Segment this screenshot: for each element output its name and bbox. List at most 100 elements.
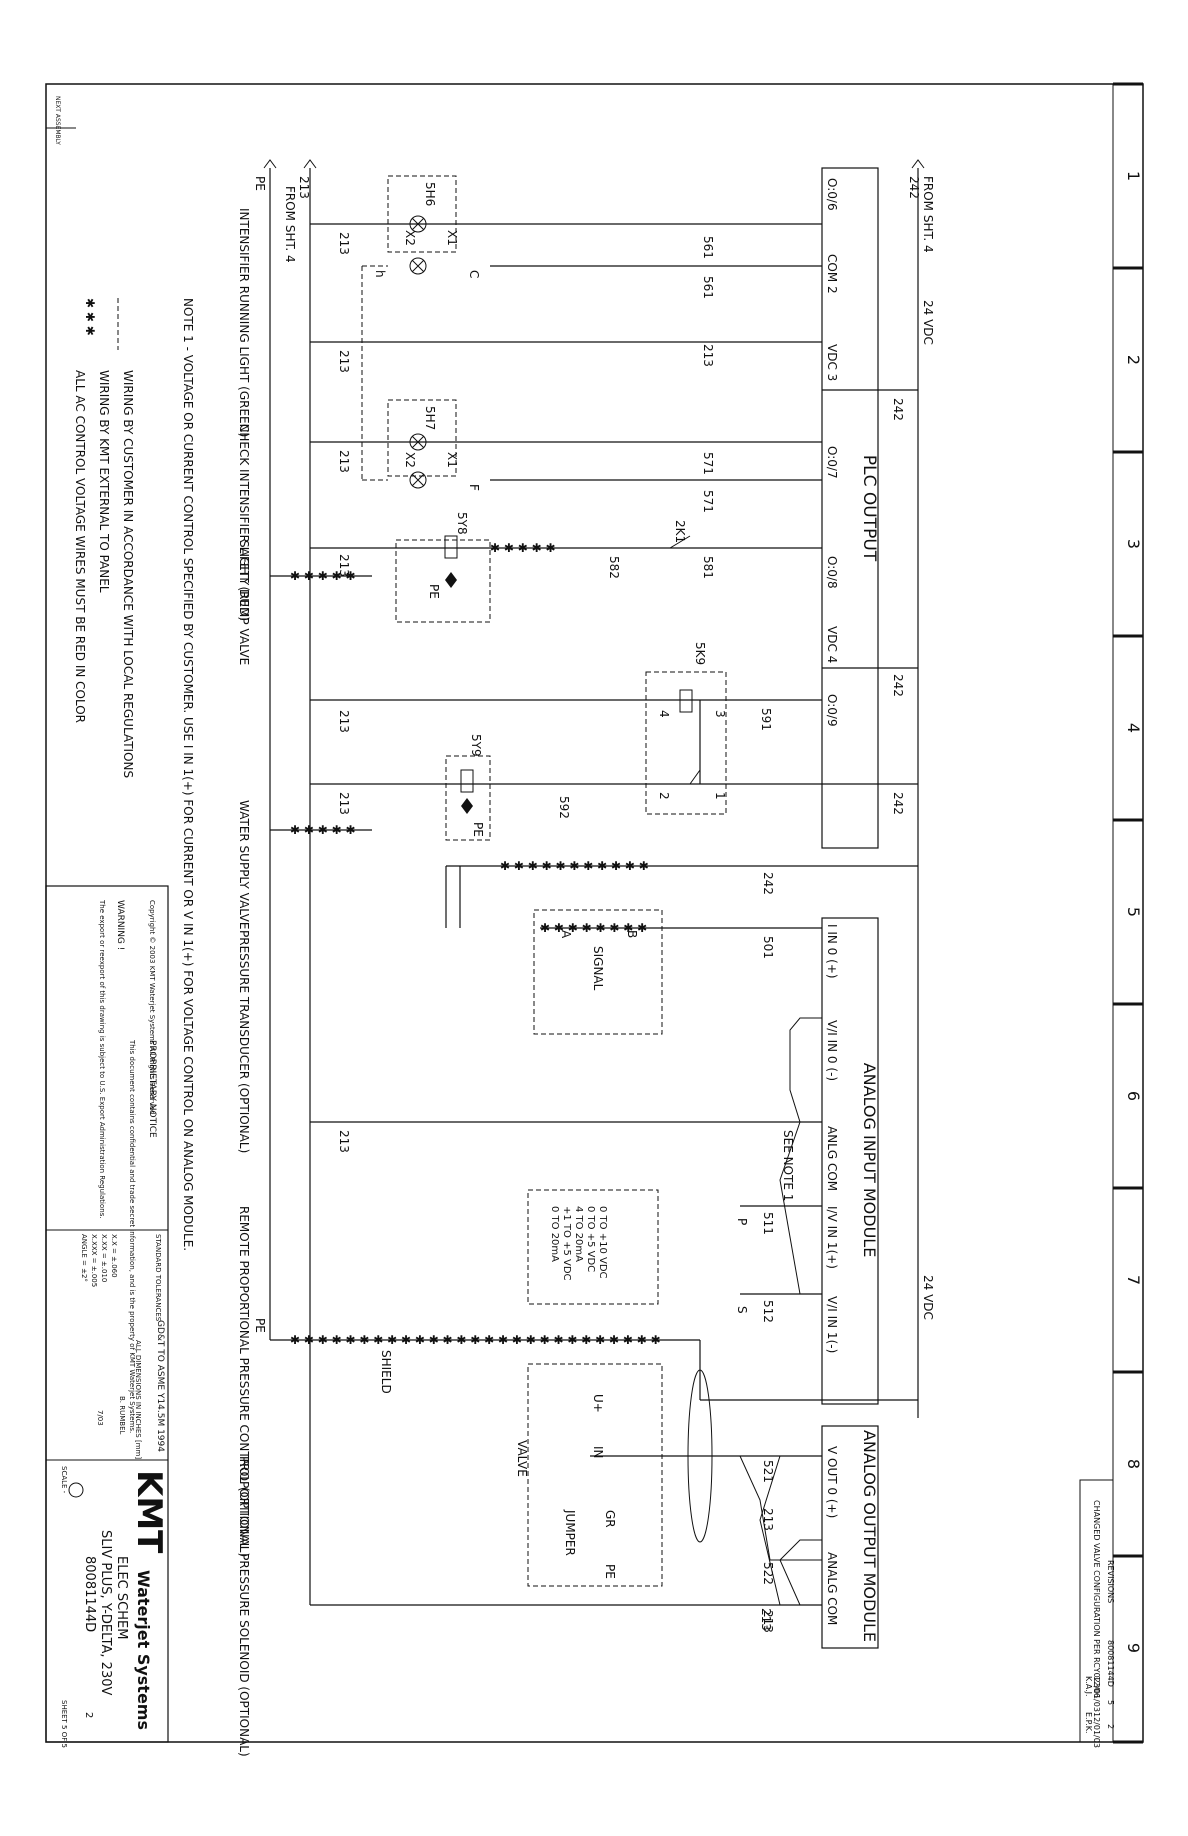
shield-label: SHIELD <box>379 1350 393 1394</box>
rail-242-label: 242 <box>907 176 921 199</box>
tolerance: X.X = ±.060 <box>110 1234 118 1278</box>
zone-number: 4 <box>1124 723 1143 733</box>
pressure-transducer-box <box>533 909 663 1035</box>
device-label: X1 <box>445 230 459 246</box>
zone-number: 9 <box>1124 1643 1143 1653</box>
device-label: F <box>467 484 481 491</box>
device-label: 3 <box>713 710 727 718</box>
star-marks: ✱ ✱ ✱ ✱ ✱ ✱ ✱ ✱ ✱ ✱ ✱ <box>500 859 649 873</box>
dwg-number: 80081144D <box>82 1556 97 1632</box>
legend-dash-text: WIRING BY CUSTOMER IN ACCORDANCE WITH LO… <box>121 370 135 778</box>
device-label: PE <box>427 584 441 599</box>
valve-in-label: IN <box>591 1446 605 1459</box>
desc-safety-dump: SAFETY DUMP VALVE <box>237 540 251 665</box>
title-line-1: ELEC SCHEM <box>114 1556 129 1639</box>
wire-number: 213 <box>761 1610 775 1633</box>
solenoid-coil-icon <box>460 769 474 793</box>
relay-5k9-box <box>645 671 727 815</box>
wire-number: 242 <box>891 674 905 697</box>
plc-terminal: O:0/7 <box>825 446 839 479</box>
wire-number: 561 <box>701 276 715 299</box>
tolerance: X.XXX = ±.005 <box>90 1234 98 1287</box>
star-marks: ✱ ✱ ✱ ✱ ✱ <box>490 541 556 555</box>
analog-output-module <box>821 1425 879 1649</box>
zone-numbers: 1 2 3 4 5 6 7 8 9 <box>1124 171 1143 1653</box>
desc-check-intensifier: CHECK INTENSIFIER LIGHT (RED) <box>237 424 251 621</box>
kmt-logo-sub: Waterjet Systems <box>134 1570 153 1730</box>
see-note-label: SEE NOTE 1 <box>781 1130 795 1201</box>
rail-pe-label: PE <box>253 176 267 191</box>
wire-number: 581 <box>701 556 715 579</box>
legend-star-icon: ✱ ✱ ✱ <box>83 298 97 336</box>
wire-number: 242 <box>761 872 775 895</box>
wire-number: 501 <box>761 936 775 959</box>
desc-pressure-transducer: PRESSURE TRANSDUCER (OPTIONAL) <box>237 930 251 1153</box>
rail-213-label: 213 <box>297 176 311 199</box>
kmt-logo: KMT <box>129 1470 169 1554</box>
zone-number: 5 <box>1124 907 1143 917</box>
from-sheet-label: FROM SHT. 4 <box>921 176 935 253</box>
wire-number: 213 <box>337 350 351 373</box>
signal-label: SIGNAL <box>591 946 605 991</box>
wire-number: 561 <box>701 236 715 259</box>
contact-2k1-icon <box>650 535 710 549</box>
valve-symbol-icon <box>445 572 457 588</box>
wire-number: 592 <box>557 796 571 819</box>
scale-label: SCALE - <box>60 1466 68 1494</box>
star-marks: ✱ ✱ ✱ ✱ ✱ ✱ ✱ ✱ ✱ ✱ ✱ ✱ ✱ ✱ ✱ ✱ ✱ ✱ ✱ ✱ … <box>290 1333 661 1347</box>
rev-date: 12/01/03 <box>1092 1676 1101 1712</box>
zone-ticks <box>1113 82 1143 1744</box>
plc-terminal: VDC 3 <box>825 344 839 381</box>
plc-terminal: O:0/8 <box>825 556 839 589</box>
ai-terminal: V/I IN 0 (-) <box>825 1020 839 1081</box>
customer-dash-link <box>361 265 388 481</box>
valve-u-label: U+ <box>591 1394 605 1413</box>
range-line: 0 TO +5 VDC <box>585 1206 596 1272</box>
analog-output-title: ANALOG OUTPUT MODULE <box>860 1430 879 1642</box>
zone-number: 3 <box>1124 539 1143 549</box>
relay-coil-icon <box>679 689 693 713</box>
circuit-rungs <box>310 223 918 1606</box>
plc-terminal: O:0/9 <box>825 694 839 727</box>
wire-number: 591 <box>759 708 773 731</box>
device-label: h <box>373 270 387 278</box>
zone-number: 2 <box>1124 355 1143 365</box>
rev-by: K.A.J. <box>1084 1676 1093 1697</box>
wire-number: 242 <box>891 792 905 815</box>
device-label: 4 <box>657 710 671 718</box>
from-sheet-left-label: FROM SHT. 4 <box>283 186 297 263</box>
zone-number: 6 <box>1124 1091 1143 1101</box>
warning-label: WARNING ! <box>115 900 125 950</box>
desc-prop-solenoid: PROPORTIONAL PRESSURE SOLENOID (OPTIONAL… <box>237 1456 251 1757</box>
supply-rails <box>269 168 919 1605</box>
ai-terminal: V/I IN 1(-) <box>825 1296 839 1353</box>
valve-gr-label: GR <box>603 1510 617 1528</box>
wire-number: 511 <box>761 1212 775 1235</box>
proprietary-label: PROPRIETARY NOTICE <box>147 1040 157 1138</box>
analog-input-title: ANALOG INPUT MODULE <box>860 1063 879 1258</box>
device-label: 5Y8 <box>455 512 469 535</box>
plc-terminal: VDC 4 <box>825 626 839 663</box>
revisions-block <box>1079 1479 1114 1743</box>
rail-24vdc-label: 24 VDC <box>921 300 935 345</box>
ao-terminal: ANALG COM <box>825 1552 839 1625</box>
dims-label: ALL DIMENSIONS IN INCHES [mm] <box>134 1340 142 1459</box>
lamp-cross-icon <box>411 217 425 231</box>
rev-sheet: 5 <box>1106 1700 1115 1705</box>
tolerance: X.XX = ±.010 <box>100 1234 108 1282</box>
rev-number: 2 <box>1106 1724 1115 1729</box>
lamp-5h6-box <box>387 175 457 253</box>
lamp-5h6-icon <box>409 215 427 233</box>
plc-output-module <box>821 167 879 849</box>
wire-number: 213 <box>337 554 351 577</box>
plc-terminal: O:0/6 <box>825 178 839 211</box>
next-assembly-label: NEXT ASSEMBLY <box>54 96 61 145</box>
device-label: 2 <box>657 792 671 800</box>
device-label: 2K1 <box>673 520 687 543</box>
rev-dwg: 80081144D <box>1106 1640 1115 1687</box>
analog-input-module <box>821 917 879 1405</box>
range-line: 4 TO 20mA <box>573 1206 584 1262</box>
star-marks: ✱ ✱ ✱ ✱ ✱ <box>290 823 356 837</box>
wire-number: 213 <box>337 232 351 255</box>
